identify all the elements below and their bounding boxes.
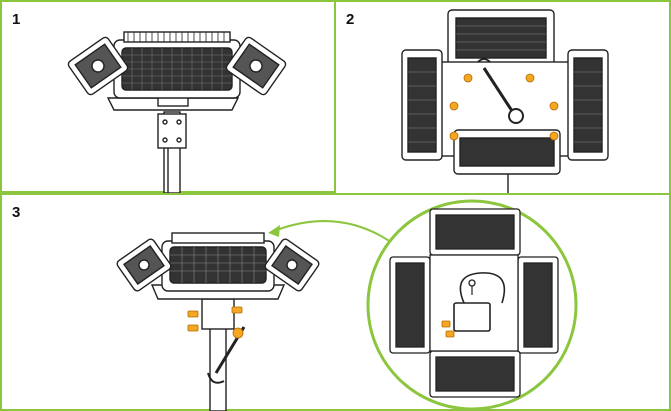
floodlight-front-view	[67, 31, 287, 193]
floodlight-top-view-with-wrench	[401, 9, 609, 193]
step-2-panel: 2	[336, 2, 669, 193]
step-1-panel: 1	[2, 2, 336, 193]
step-number: 2	[346, 11, 355, 28]
floodlight-assembly-detail	[116, 199, 578, 411]
step-3-panel: 3	[2, 193, 669, 411]
step-number: 3	[12, 204, 21, 221]
step-number: 1	[12, 11, 21, 28]
